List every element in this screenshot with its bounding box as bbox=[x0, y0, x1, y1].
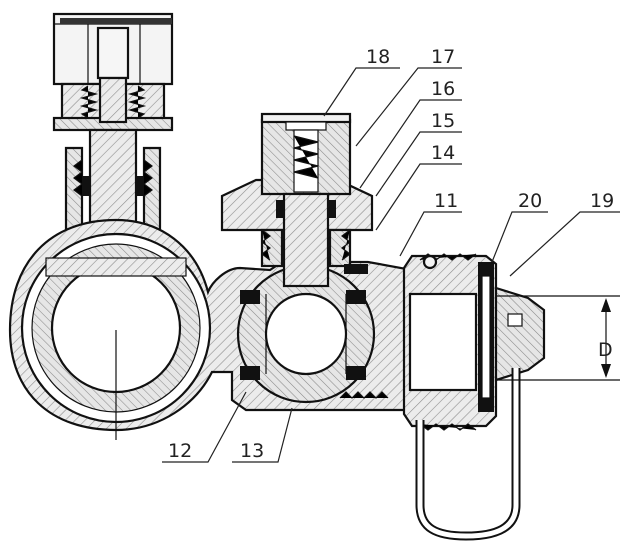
leader-lines bbox=[162, 67, 620, 463]
callout-13: 13 bbox=[240, 440, 264, 462]
seal-lower-left bbox=[240, 366, 260, 380]
seal-upper-left bbox=[240, 290, 260, 304]
callout-11: 11 bbox=[434, 190, 458, 212]
dimension-label: D bbox=[598, 339, 613, 361]
callout-17: 17 bbox=[431, 46, 455, 68]
seal-upper-right bbox=[346, 290, 366, 304]
dimension-d: D bbox=[496, 295, 620, 381]
callout-15: 15 bbox=[431, 110, 455, 132]
callout-20: 20 bbox=[518, 190, 542, 212]
actuator-housing bbox=[52, 12, 174, 132]
callout-12: 12 bbox=[168, 440, 192, 462]
u-tube bbox=[415, 368, 521, 541]
callout-labels: 18 17 16 15 14 11 20 19 12 13 bbox=[168, 46, 614, 462]
callout-16: 16 bbox=[431, 78, 455, 100]
callout-14: 14 bbox=[431, 142, 455, 164]
center-stem-assembly bbox=[220, 112, 374, 288]
callout-18: 18 bbox=[366, 46, 390, 68]
union-connector bbox=[402, 253, 498, 431]
left-bonnet bbox=[64, 146, 162, 232]
gauge-port bbox=[494, 286, 546, 382]
seal-lower-right bbox=[346, 366, 366, 380]
actuator-spring bbox=[79, 85, 147, 119]
callout-19: 19 bbox=[590, 190, 614, 212]
